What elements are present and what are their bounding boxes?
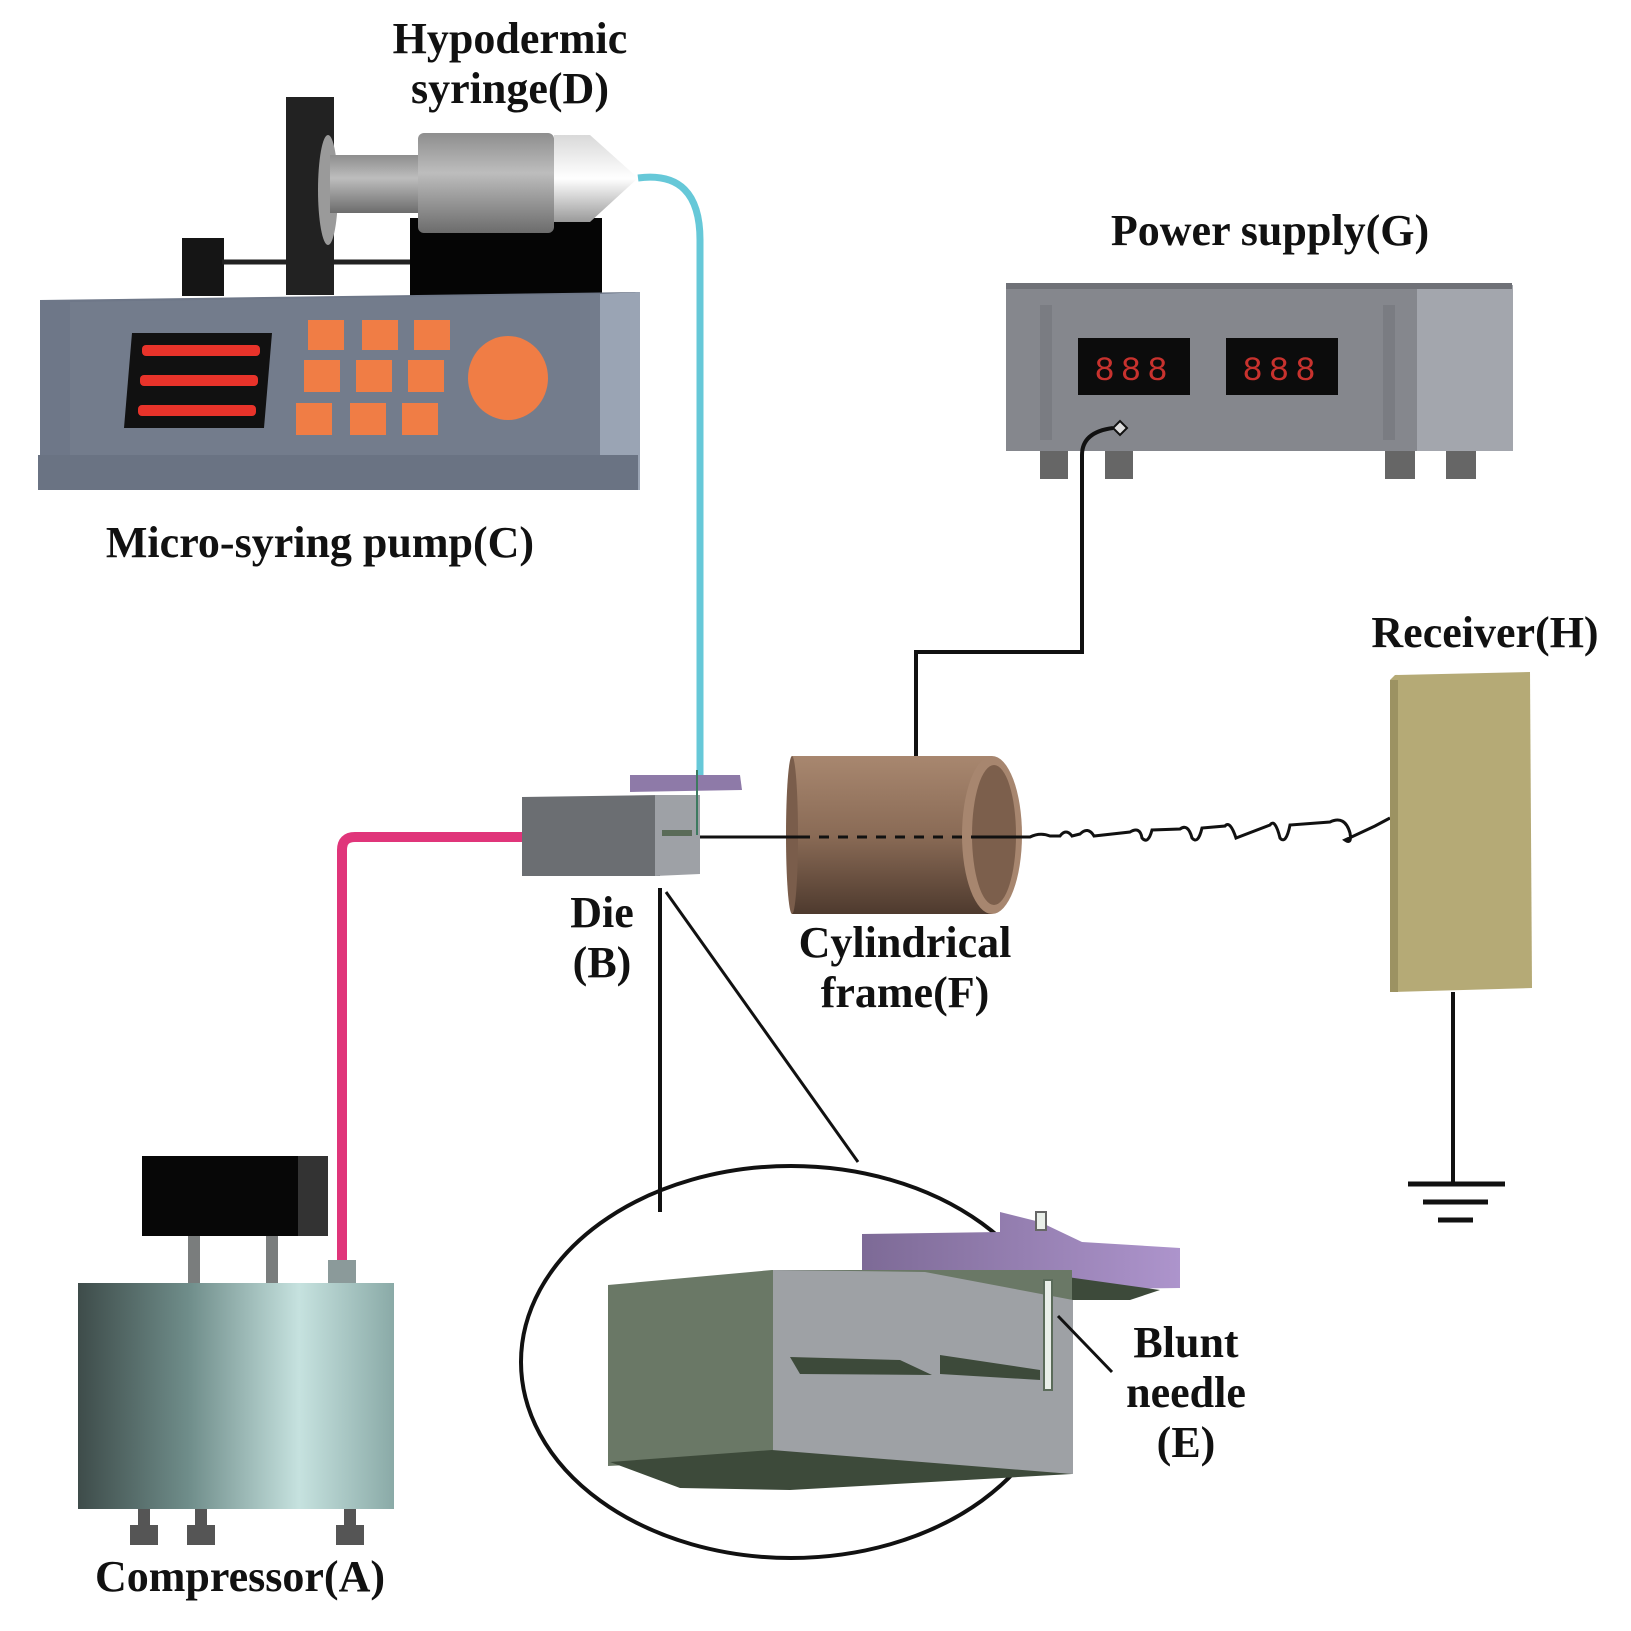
keypad-button — [356, 360, 392, 392]
cylindrical-frame — [786, 756, 1022, 914]
frame-label: Cylindrical frame(F) — [770, 918, 1040, 1018]
syringe-label-line2: syringe(D) — [411, 64, 609, 113]
keypad-button — [296, 403, 332, 435]
keypad-button — [350, 403, 386, 435]
voltage-display — [1078, 338, 1190, 395]
keypad-button — [362, 320, 398, 350]
zoom-blunt-needle — [1043, 1279, 1053, 1391]
cylinder-opening — [972, 765, 1016, 905]
compressor — [78, 1156, 394, 1545]
power-supply-front — [1006, 285, 1426, 451]
compressor-label: Compressor(A) — [94, 1552, 386, 1601]
needle-leader-line — [1056, 1314, 1114, 1374]
die-label-line1: Die — [570, 888, 634, 937]
compressor-feet — [130, 1509, 364, 1545]
syringe-barrel — [418, 133, 554, 233]
die-label-line2: (B) — [572, 938, 632, 987]
output-terminal — [1111, 419, 1129, 437]
power-foot — [1040, 451, 1068, 479]
pump-back-block — [182, 238, 224, 296]
keypad-button — [402, 403, 438, 435]
high-voltage-wire — [914, 426, 1114, 760]
power-foot — [1105, 451, 1133, 479]
pump-foot-ledge — [38, 455, 638, 490]
display-bar — [142, 345, 260, 356]
compressor-motor — [142, 1156, 302, 1236]
pump-knob — [468, 336, 548, 420]
keypad-button — [304, 360, 340, 392]
micro-syringe-pump — [38, 97, 640, 490]
current-display — [1226, 338, 1338, 395]
power-supply-side — [1417, 285, 1513, 451]
current-display-digits: 888 — [1242, 353, 1321, 391]
syringe-tip — [554, 135, 638, 222]
power-foot — [1385, 451, 1415, 479]
power-supply-label: Power supply(G) — [1110, 206, 1430, 255]
frame-label-line1: Cylindrical — [798, 918, 1012, 967]
pump-keypad — [296, 320, 450, 435]
die-label: Die (B) — [552, 888, 652, 988]
syringe-label: Hypodermic syringe(D) — [360, 14, 660, 114]
solution-tube — [637, 173, 704, 775]
syringe-plunger — [330, 155, 420, 213]
needle-label-line2: needle — [1126, 1368, 1246, 1417]
pump-side-panel — [540, 292, 640, 490]
power-foot — [1446, 451, 1476, 479]
compressor-outlet — [328, 1260, 356, 1286]
display-bar — [140, 375, 258, 386]
air-tube — [337, 832, 522, 1262]
power-supply: 888 888 — [1006, 283, 1513, 479]
keypad-button — [408, 360, 444, 392]
die-needle-holder — [630, 775, 742, 792]
zoom-die-shadow — [610, 1450, 1072, 1490]
magnified-die — [608, 1211, 1180, 1490]
keypad-button — [414, 320, 450, 350]
cylinder-body — [792, 756, 992, 914]
whipping-fiber-jet — [975, 816, 1391, 843]
receiver-plate — [1390, 672, 1532, 992]
receiver-label: Receiver(H) — [1371, 608, 1599, 657]
compressor-tank — [78, 1283, 394, 1509]
display-bar — [138, 405, 256, 416]
receiver — [1390, 672, 1532, 992]
hypodermic-syringe — [318, 133, 638, 245]
needle-label-line1: Blunt — [1133, 1318, 1239, 1367]
keypad-button — [308, 320, 344, 350]
voltage-display-digits: 888 — [1094, 353, 1173, 391]
die-body — [522, 795, 660, 876]
zoom-die-front — [608, 1270, 772, 1466]
ground-icon — [1408, 1181, 1505, 1223]
pump-label: Micro-syring pump(C) — [105, 518, 535, 567]
frame-label-line2: frame(F) — [820, 968, 990, 1017]
needle-label-line3: (E) — [1156, 1418, 1216, 1467]
needle-label: Blunt needle (E) — [1106, 1318, 1266, 1468]
syringe-label-line1: Hypodermic — [392, 14, 628, 63]
pump-display — [124, 333, 272, 428]
die — [522, 770, 742, 876]
callout-line-right — [664, 891, 860, 1163]
